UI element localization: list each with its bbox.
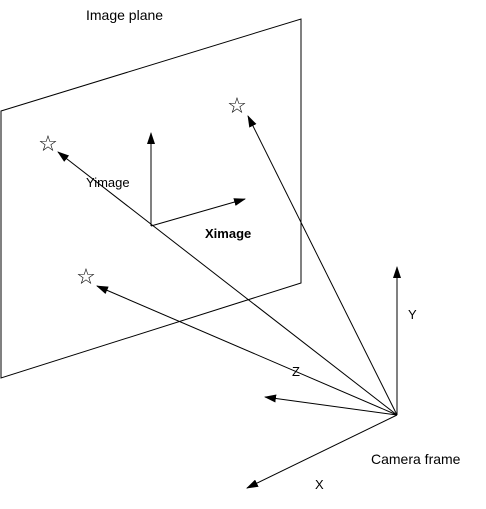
camera-frame-label: Camera frame xyxy=(371,451,461,467)
camera-z-axis-arrow xyxy=(264,394,398,416)
image-plane xyxy=(0,18,302,379)
camera-z-axis-label: Z xyxy=(292,364,300,379)
star-icon: ☆ xyxy=(76,265,96,290)
y-image-label: Yimage xyxy=(86,175,130,190)
star-icon: ☆ xyxy=(38,132,58,157)
projection-ray-left-star xyxy=(57,151,398,416)
camera-y-axis-label: Y xyxy=(408,307,417,322)
camera-x-axis-label: X xyxy=(315,477,324,492)
x-image-axis-arrow xyxy=(150,198,246,227)
x-image-label: Ximage xyxy=(205,226,252,241)
camera-x-axis-arrow xyxy=(246,414,398,489)
image-plane-label: Image plane xyxy=(86,7,164,23)
projection-ray-top-right-star xyxy=(247,115,398,416)
star-icon: ☆ xyxy=(227,94,247,119)
projection-ray-lower-star xyxy=(96,285,398,416)
